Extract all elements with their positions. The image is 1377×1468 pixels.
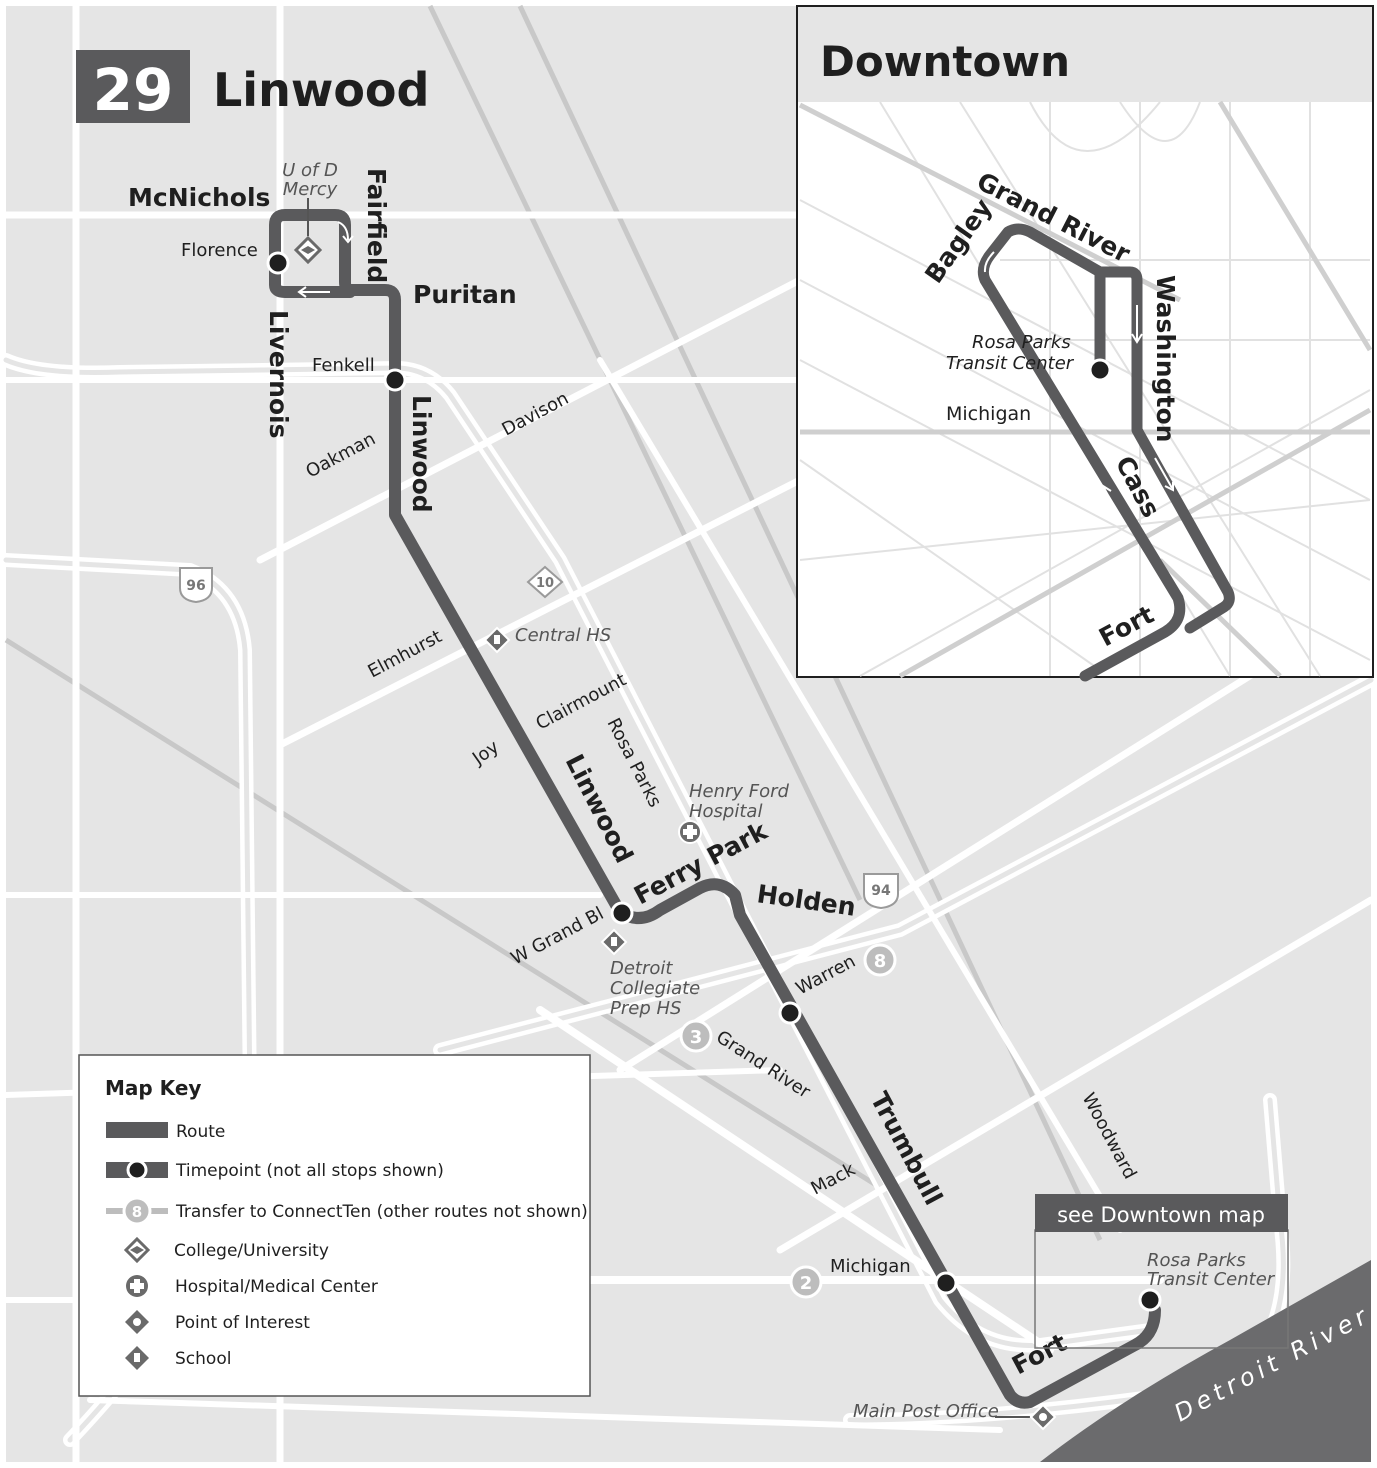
key-college-label: College/University — [174, 1241, 329, 1261]
label-dcp-2: Collegiate — [610, 978, 700, 999]
label-rosa-parks-tc-2: Transit Center — [1147, 1269, 1276, 1290]
label-fairfield: Fairfield — [362, 168, 391, 283]
label-henry-ford-1: Henry Ford — [689, 781, 790, 802]
inset-label-washington: Washington — [1151, 275, 1180, 442]
see-downtown-tag: see Downtown map — [1035, 1194, 1288, 1232]
label-fenkell: Fenkell — [312, 355, 375, 376]
map-key: Map Key Route Timepoint (not all stops s… — [78, 1054, 591, 1397]
key-college-icon — [123, 1236, 151, 1264]
timepoints — [266, 251, 1162, 1312]
m10-shield: 10 — [526, 565, 564, 599]
i94-shield: 94 — [863, 873, 899, 910]
label-henry-ford-2: Hospital — [689, 801, 762, 822]
inset-label-michigan: Michigan — [946, 403, 1031, 425]
key-school-icon — [125, 1346, 149, 1370]
hospital-icon — [678, 820, 702, 844]
timepoint-florence — [266, 251, 290, 275]
label-uofd-1: U of D — [282, 160, 338, 181]
svg-text:10: 10 — [536, 576, 554, 591]
inset-label-rosa-parks-1: Rosa Parks — [972, 332, 1071, 353]
svg-text:see Downtown map: see Downtown map — [1057, 1203, 1265, 1227]
point-of-interest-icon — [995, 1403, 1057, 1431]
key-school-label: School — [175, 1349, 231, 1369]
label-main-post-office: Main Post Office — [853, 1401, 999, 1422]
timepoint-fenkell — [383, 368, 407, 392]
i96-shield: 96 — [179, 567, 213, 604]
route-name: Linwood — [213, 63, 429, 117]
inset-label-rosa-parks-2: Transit Center — [946, 353, 1075, 374]
timepoint-w-grand-bl — [610, 901, 634, 925]
label-dcp-1: Detroit — [610, 958, 673, 979]
key-route-label: Route — [176, 1122, 225, 1142]
downtown-inset: Downtown — [796, 5, 1374, 682]
route-number-box — [76, 50, 190, 123]
route-number: 29 — [93, 56, 174, 124]
key-hospital-icon — [126, 1275, 148, 1297]
school-icon — [483, 626, 511, 654]
key-point-of-interest-icon — [125, 1310, 149, 1334]
loop-arrows — [297, 221, 354, 298]
label-florence: Florence — [181, 240, 258, 261]
label-uofd-2: Mercy — [283, 179, 338, 200]
school-icon-dcp — [600, 928, 628, 956]
label-puritan: Puritan — [413, 280, 517, 309]
label-linwood-north: Linwood — [407, 395, 436, 513]
transfer-8: 8 — [863, 943, 897, 977]
transfer-3: 3 — [679, 1019, 713, 1053]
label-rosa-parks-tc-1: Rosa Parks — [1147, 1250, 1246, 1271]
svg-text:2: 2 — [800, 1273, 813, 1294]
svg-text:3: 3 — [690, 1027, 703, 1048]
label-central-hs: Central HS — [515, 625, 611, 646]
key-poi-label: Point of Interest — [175, 1313, 310, 1333]
timepoint-warren — [778, 1001, 802, 1025]
inset-title-bar — [798, 7, 1372, 102]
college-icon — [293, 198, 323, 265]
svg-text:8: 8 — [874, 951, 887, 972]
label-livernois: Livernois — [264, 310, 293, 439]
inset-timepoint-rosa-parks — [1088, 358, 1112, 382]
inset-title: Downtown — [820, 37, 1070, 86]
key-title: Map Key — [105, 1076, 201, 1100]
key-timepoint-label: Timepoint (not all stops shown) — [175, 1161, 444, 1181]
svg-text:8: 8 — [132, 1203, 142, 1221]
label-dcp-3: Prep HS — [610, 998, 681, 1019]
timepoint-michigan — [934, 1271, 958, 1295]
svg-text:96: 96 — [186, 578, 205, 594]
label-michigan: Michigan — [830, 1256, 911, 1277]
key-hospital-label: Hospital/Medical Center — [175, 1277, 378, 1297]
key-route-swatch — [106, 1122, 168, 1138]
timepoint-rosa-parks — [1138, 1288, 1162, 1312]
transfer-2: 2 — [789, 1265, 823, 1299]
key-transfer-label: Transfer to ConnectTen (other routes not… — [175, 1202, 588, 1222]
label-mcnichols: McNichols — [128, 183, 270, 212]
route-29-line — [269, 209, 1161, 1409]
svg-text:94: 94 — [871, 883, 891, 899]
